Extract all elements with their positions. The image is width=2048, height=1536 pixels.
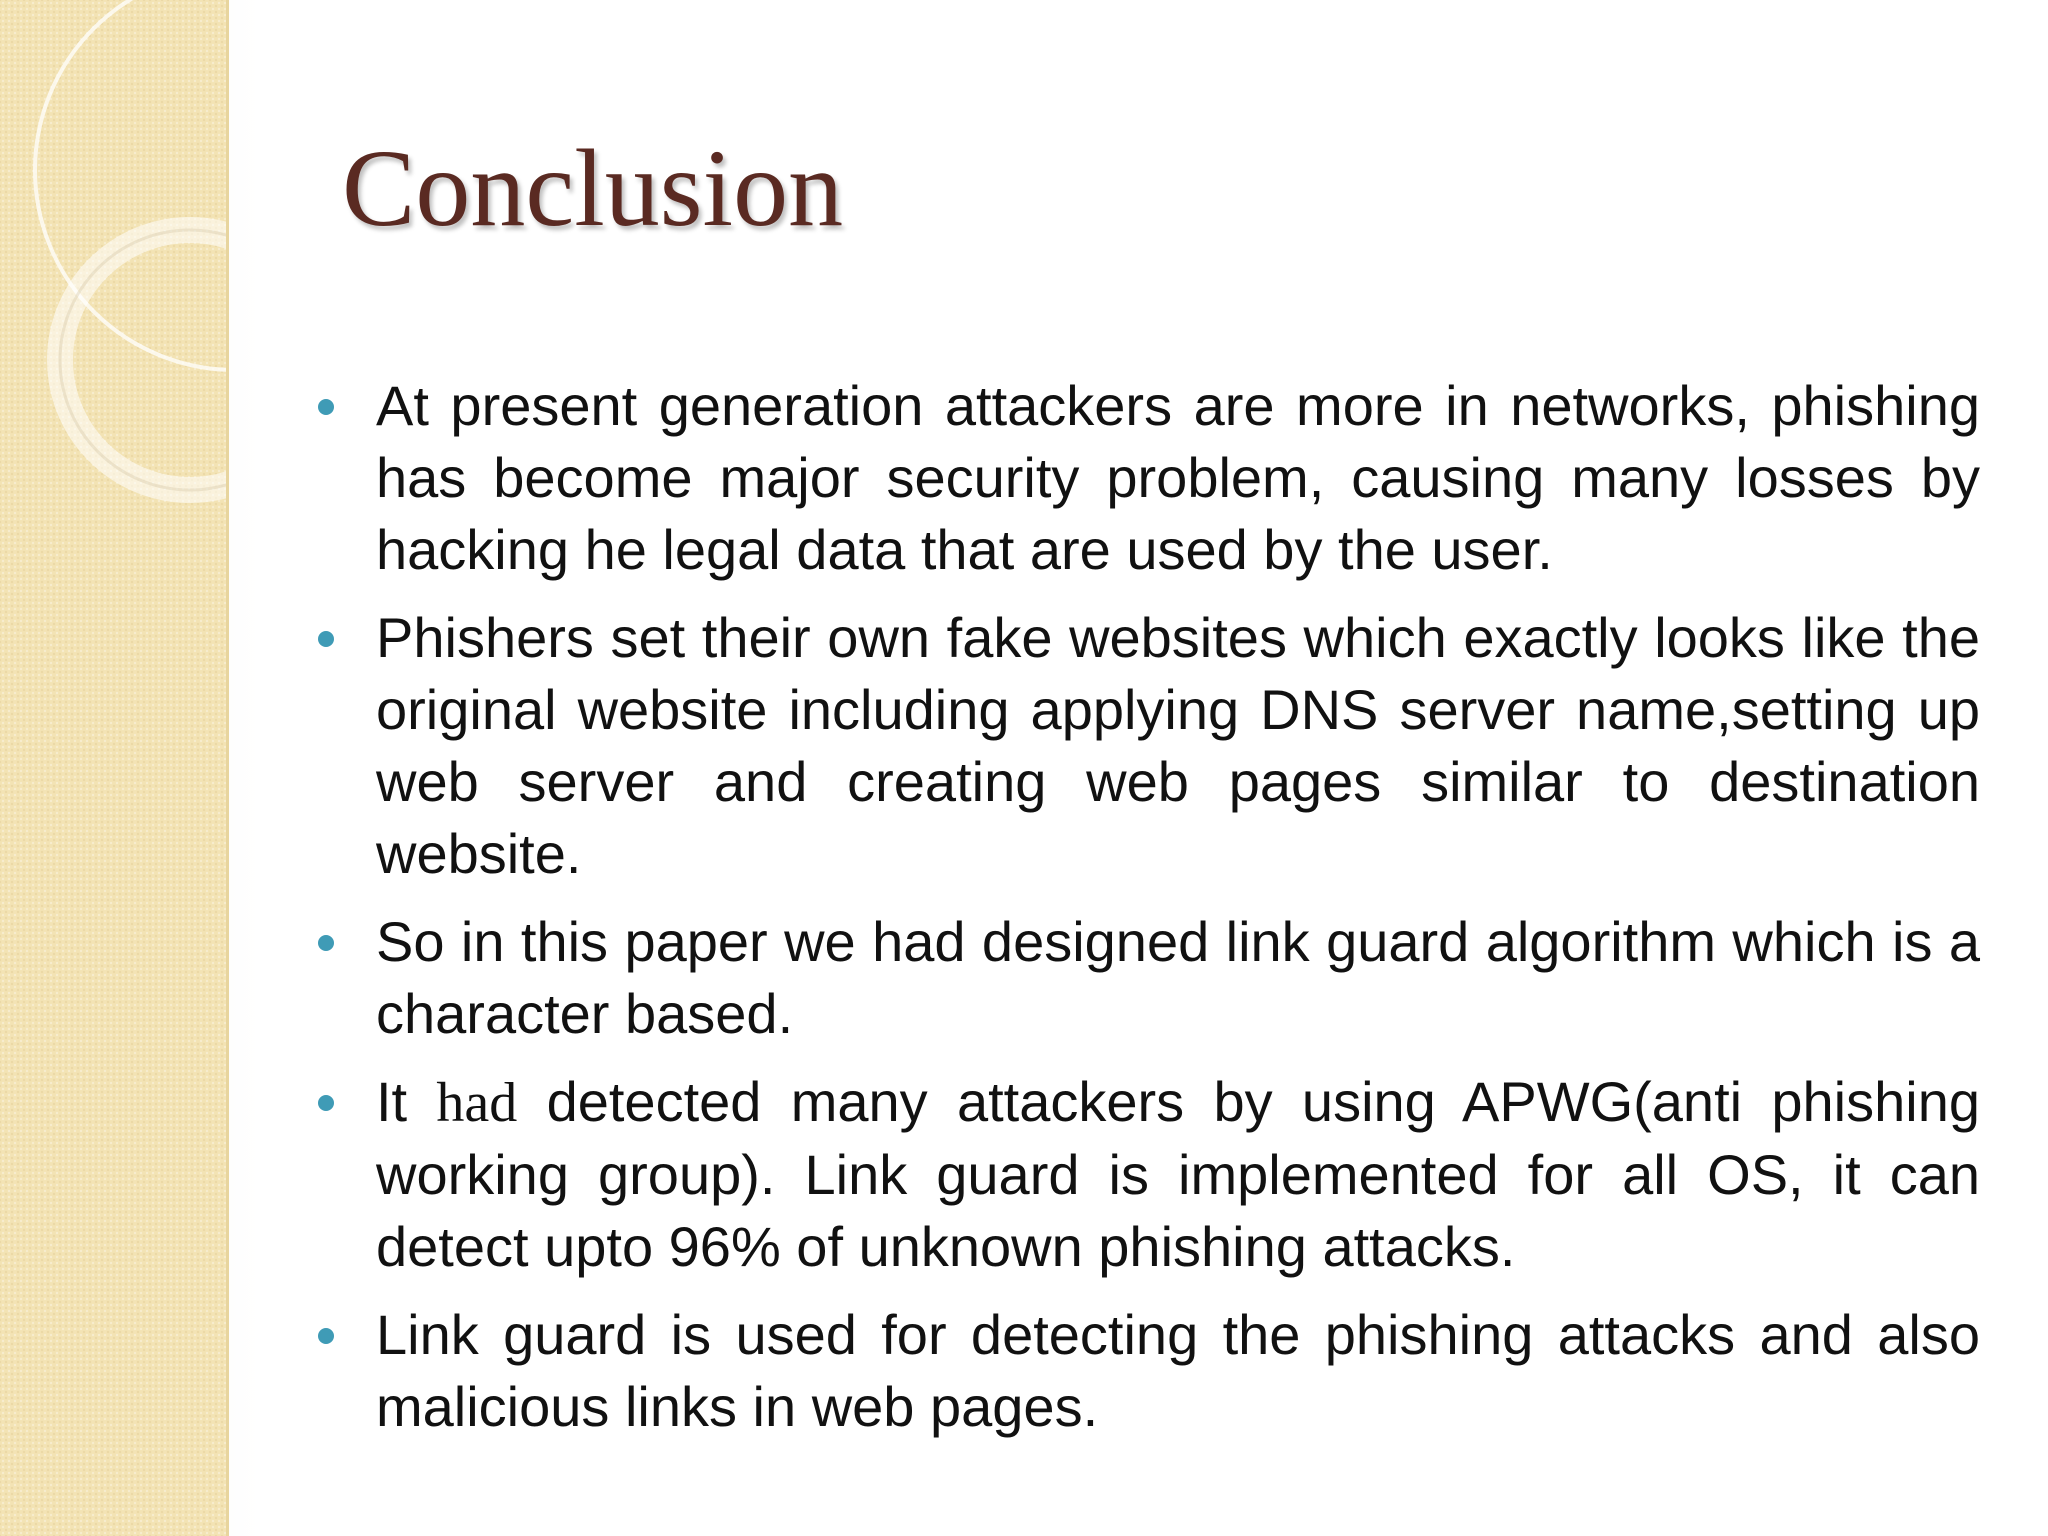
decorative-rings-icon	[33, 0, 226, 503]
bullet-item-4-serif-word: had	[436, 1072, 518, 1134]
bullet-item-5: Link guard is used for detecting the phi…	[318, 1299, 1980, 1443]
bullet-item-4-pre: It	[376, 1070, 437, 1133]
bullet-item-2: Phishers set their own fake websites whi…	[318, 602, 1980, 890]
bullet-item-3: So in this paper we had designed link gu…	[318, 906, 1980, 1050]
slide-title: Conclusion	[342, 127, 844, 249]
bullet-item-4-post: detected many attackers by using APWG(an…	[376, 1070, 1980, 1278]
bullet-item-4: It had detected many attackers by using …	[318, 1066, 1980, 1283]
decorative-side-panel	[0, 0, 229, 1536]
bullet-list: At present generation attackers are more…	[318, 370, 1980, 1459]
bullet-item-1: At present generation attackers are more…	[318, 370, 1980, 586]
